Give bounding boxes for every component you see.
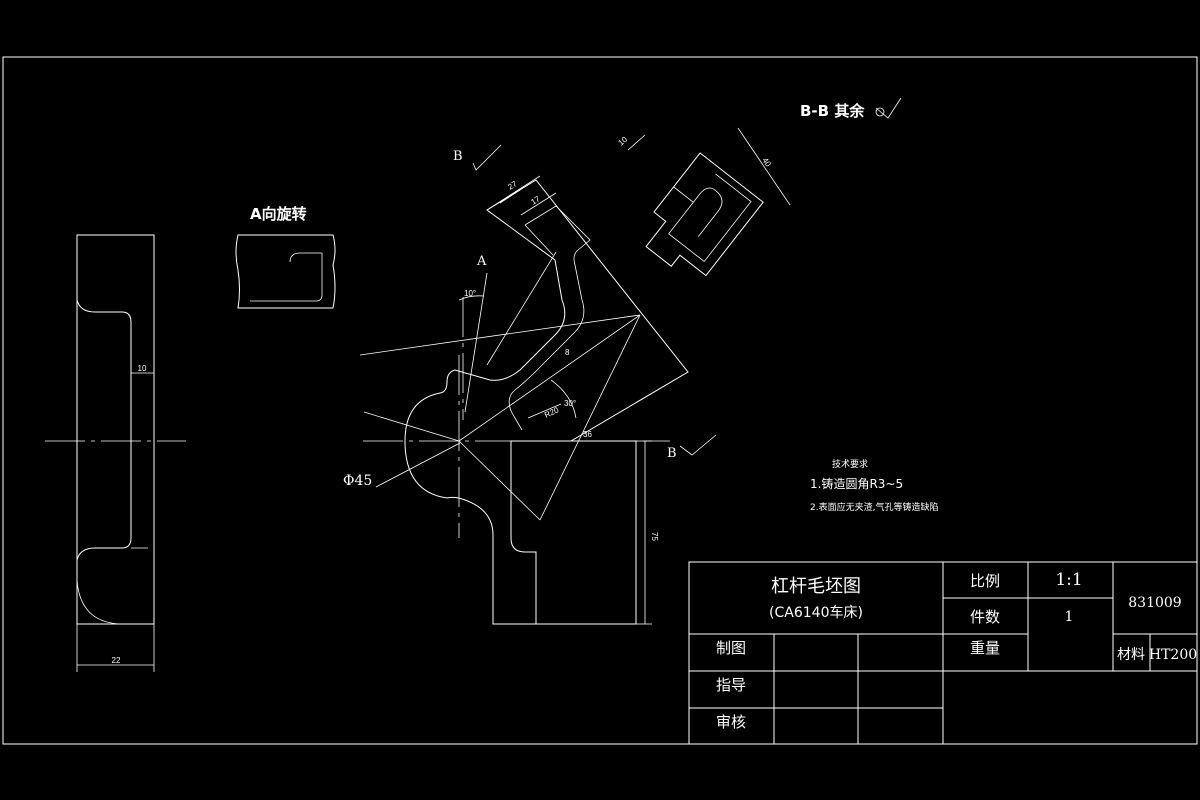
side-view: 10 22	[45, 234, 186, 672]
section-b-label-top: B	[453, 149, 463, 164]
drawing-number: 831009	[1128, 595, 1181, 611]
dim-10-left: 10	[138, 364, 147, 373]
section-b-label-bottom: B	[667, 446, 677, 461]
phi-45-label: Φ45	[343, 473, 372, 489]
tech-item-2: 2.表面应无夹渣,气孔等铸造缺陷	[810, 501, 938, 513]
dim-22: 22	[112, 656, 121, 665]
dim-10-bb: 10	[617, 135, 630, 148]
qty-label: 件数	[970, 608, 1000, 626]
dim-27: 27	[506, 179, 519, 192]
dim-17: 17	[529, 194, 542, 207]
qty-value: 1	[1065, 609, 1074, 625]
dim-75: 75	[650, 532, 659, 541]
dim-36: 36	[583, 430, 592, 439]
material-value: HT200	[1149, 647, 1197, 663]
scale-label: 比例	[970, 572, 1000, 590]
a-direction-view: A向旋转	[235, 205, 336, 309]
angle-30: 30°	[564, 399, 576, 408]
tech-title: 技术要求	[832, 458, 868, 470]
drawing-border	[2, 56, 1198, 745]
material-label: 材料	[1117, 647, 1145, 663]
view-a-label: A	[476, 254, 487, 269]
dim-8: 8	[565, 348, 570, 357]
bb-note: B-B 其余	[800, 102, 865, 120]
dim-40: 40	[760, 156, 773, 169]
drawn-label: 制图	[716, 639, 746, 657]
review-label: 审核	[716, 713, 746, 731]
scale-value: 1:1	[1055, 570, 1082, 590]
section-bb: B-B 其余 10 40	[617, 97, 902, 277]
tech-requirements: 技术要求 1.铸造圆角R3~5 2.表面应无夹渣,气孔等铸造缺陷	[810, 458, 938, 513]
main-view: B B A 10° 27 17 8	[343, 144, 717, 625]
guide-label: 指导	[716, 676, 746, 694]
machine-name: (CA6140车床)	[769, 604, 863, 621]
angle-10: 10°	[464, 289, 476, 298]
part-name: 杠杆毛坯图	[771, 576, 861, 597]
radius-r20: R20	[543, 405, 561, 420]
a-view-label: A向旋转	[250, 205, 307, 223]
title-block: 杠杆毛坯图 (CA6140车床) 比例 1:1 件数 1 重量 831009 材…	[688, 561, 1198, 745]
weight-label: 重量	[970, 639, 1000, 657]
tech-item-1: 1.铸造圆角R3~5	[810, 476, 903, 491]
